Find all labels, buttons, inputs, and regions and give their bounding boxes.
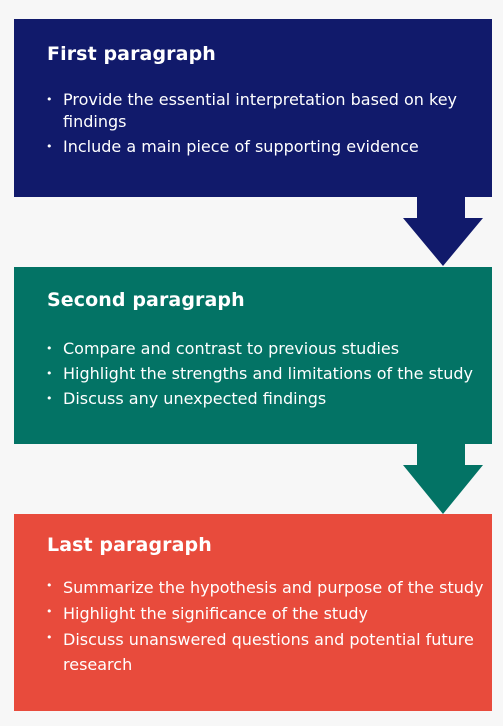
bullet-icon: •: [46, 140, 53, 153]
bullet-icon: •: [46, 631, 53, 644]
list-item-text: Compare and contrast to previous studies: [63, 339, 400, 358]
second-paragraph-box: Second paragraph • Compare and contrast t…: [14, 267, 492, 444]
list-item-text: Provide the essential interpretation bas…: [63, 90, 458, 131]
list-item-text: Discuss any unexpected findings: [63, 389, 327, 408]
bullet-icon: •: [46, 342, 53, 355]
arrow-down-icon: [403, 197, 483, 266]
last-paragraph-list: • Summarize the hypothesis and purpose of…: [46, 575, 484, 678]
list-item-text: Discuss unanswered questions and potenti…: [63, 630, 474, 674]
bullet-icon: •: [46, 579, 53, 592]
arrow-shape: [403, 444, 483, 514]
list-item: • Summarize the hypothesis and purpose of…: [46, 575, 484, 600]
list-item: • Provide the essential interpretation ba…: [46, 89, 484, 133]
last-paragraph-box: Last paragraph • Summarize the hypothesis…: [14, 514, 492, 711]
bullet-icon: •: [46, 367, 53, 380]
list-item-text: Summarize the hypothesis and purpose of …: [63, 578, 484, 597]
list-item: • Compare and contrast to previous studie…: [46, 338, 484, 360]
second-paragraph-title: Second paragraph: [47, 289, 245, 311]
list-item: • Discuss any unexpected findings: [46, 388, 484, 410]
first-paragraph-box: First paragraph • Provide the essential i…: [14, 19, 492, 197]
list-item-text: Highlight the strengths and limitations …: [63, 364, 473, 383]
arrow-shape: [403, 197, 483, 266]
list-item-text: Include a main piece of supporting evide…: [63, 137, 419, 156]
arrow-down-icon: [403, 444, 483, 514]
first-paragraph-title: First paragraph: [47, 43, 216, 65]
list-item-text: Highlight the significance of the study: [63, 604, 368, 623]
list-item: • Highlight the strengths and limitations…: [46, 363, 484, 385]
list-item: • Discuss unanswered questions and potent…: [46, 627, 484, 677]
last-paragraph-title: Last paragraph: [47, 534, 212, 556]
bullet-icon: •: [46, 93, 53, 106]
list-item: • Highlight the significance of the study: [46, 601, 484, 626]
second-paragraph-list: • Compare and contrast to previous studie…: [46, 338, 484, 413]
bullet-icon: •: [46, 392, 53, 405]
first-paragraph-list: • Provide the essential interpretation ba…: [46, 89, 484, 161]
bullet-icon: •: [46, 605, 53, 618]
list-item: • Include a main piece of supporting evid…: [46, 136, 484, 158]
